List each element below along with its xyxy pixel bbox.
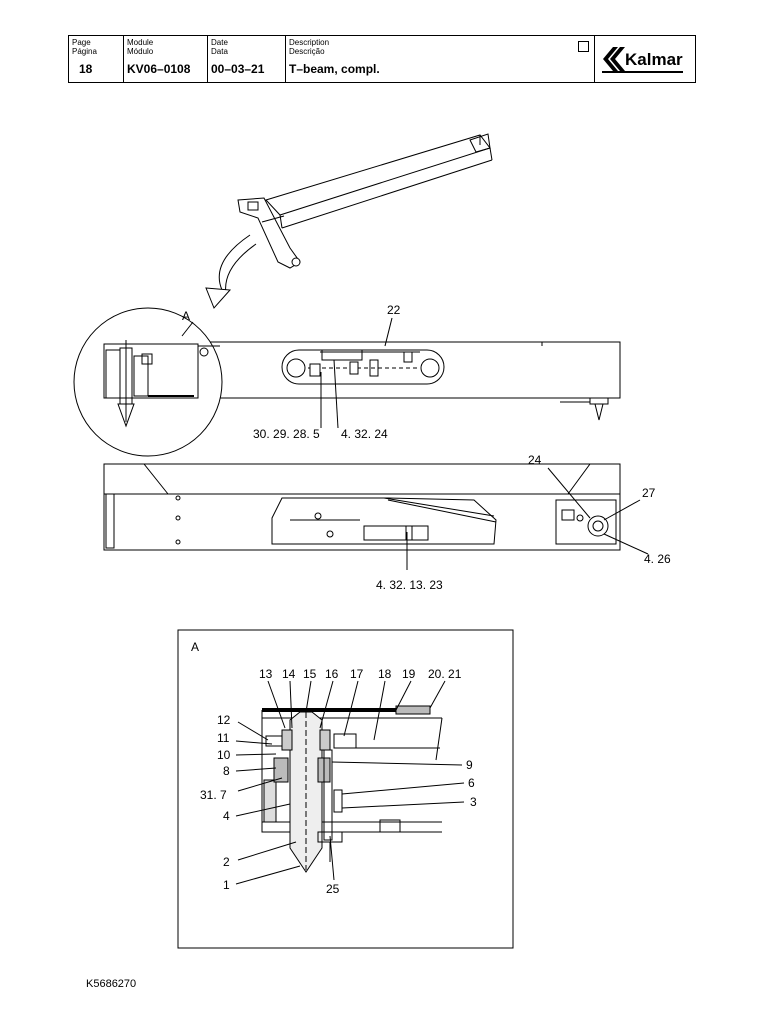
detail-label-10: 10 (217, 748, 231, 762)
detail-label-8: 8 (223, 764, 230, 778)
kalmar-logo-mark (603, 47, 625, 71)
kalmar-logo: Kalmar (593, 36, 695, 82)
callout-4-32-24: 4. 32. 24 (341, 427, 388, 441)
callout-30-29-28-5: 30. 29. 28. 5 (253, 427, 320, 441)
callout-27: 27 (642, 486, 656, 500)
module-label-2: Módulo (127, 47, 154, 56)
detail-leaders (235, 680, 465, 885)
detail-label-17: 17 (350, 667, 364, 681)
detail-label-3: 3 (470, 795, 477, 809)
detail-label-6: 6 (468, 776, 475, 790)
detail-label-1: 1 (223, 878, 230, 892)
detail-label-25: 25 (326, 882, 340, 896)
detail-a-title: A (191, 640, 199, 654)
logo-text: Kalmar (625, 50, 683, 69)
detail-label-31-7: 31. 7 (200, 788, 227, 802)
view-a-marker: A (182, 309, 190, 323)
detail-circle-a (73, 307, 223, 457)
document-number: K5686270 (86, 978, 137, 990)
detail-label-11: 11 (217, 731, 230, 745)
page-label: Page (72, 38, 91, 47)
detail-label-16: 16 (325, 667, 339, 681)
detail-label-9: 9 (466, 758, 473, 772)
detail-label-2: 2 (223, 855, 230, 869)
date-value: 00–03–21 (211, 62, 265, 76)
desc-label: Description (289, 38, 330, 47)
beam-top-view (103, 463, 621, 551)
page-label-2: Página (72, 47, 97, 56)
detail-a-section (177, 629, 514, 949)
page-number: 18 (79, 62, 93, 76)
module-label: Module (127, 38, 154, 47)
detail-label-4: 4 (223, 809, 230, 823)
isometric-t-beam (205, 133, 493, 309)
description-value: T–beam, compl. (289, 62, 380, 76)
desc-label-2: Descrição (289, 47, 325, 56)
module-number: KV06–0108 (127, 62, 191, 76)
date-label-2: Data (211, 47, 228, 56)
callout-22: 22 (387, 303, 401, 317)
detail-label-12: 12 (217, 713, 231, 727)
callout-24: 24 (528, 453, 542, 467)
detail-label-20-21: 20. 21 (428, 667, 462, 681)
checkbox-icon (578, 41, 589, 52)
detail-label-13: 13 (259, 667, 273, 681)
date-label: Date (211, 38, 228, 47)
detail-label-18: 18 (378, 667, 392, 681)
overview-leaders (181, 317, 649, 570)
detail-label-15: 15 (303, 667, 317, 681)
detail-label-19: 19 (402, 667, 416, 681)
detail-label-14: 14 (282, 667, 296, 681)
callout-4-26: 4. 26 (644, 552, 671, 566)
callout-4-32-13-23: 4. 32. 13. 23 (376, 578, 443, 592)
